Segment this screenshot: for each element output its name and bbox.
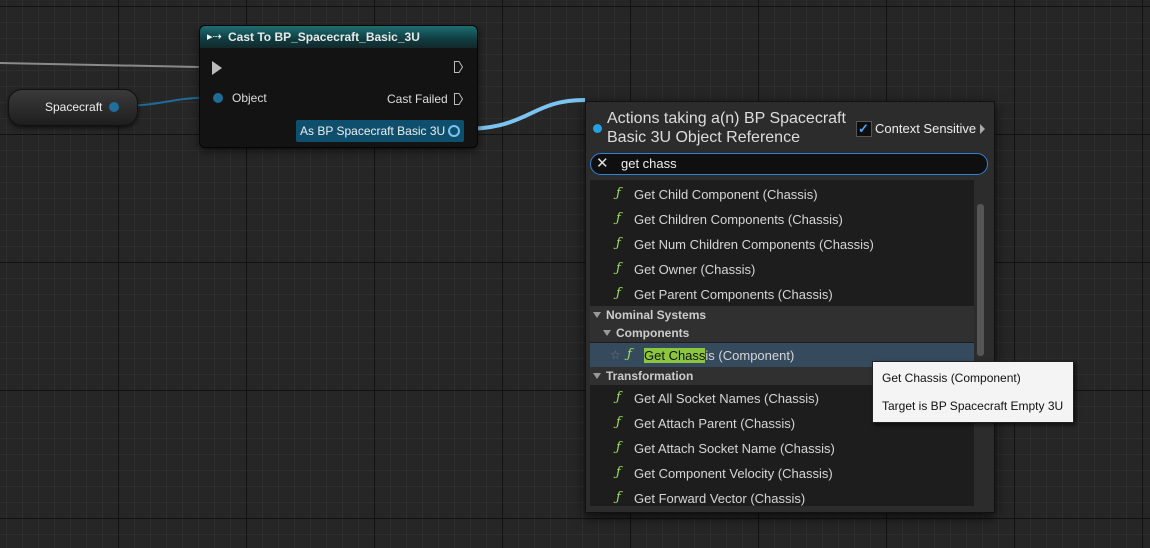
item-label: Get Child Component (Chassis) <box>634 187 818 202</box>
item-label: Get Attach Parent (Chassis) <box>634 416 796 431</box>
context-sensitive-label: Context Sensitive <box>875 121 977 136</box>
exec-output-pin[interactable] <box>454 61 463 73</box>
category-nominal-systems[interactable]: Nominal Systems <box>590 306 974 324</box>
function-icon: ƒ <box>616 440 621 455</box>
item-label: Get Attach Socket Name (Chassis) <box>634 441 835 456</box>
item-label-rest: is (Component) <box>705 348 795 363</box>
collapse-arrow-icon[interactable] <box>603 330 611 336</box>
category-label: Components <box>616 326 690 340</box>
checkmark-icon: ✓ <box>858 121 869 136</box>
context-sensitive-checkbox[interactable]: ✓ <box>856 121 872 137</box>
function-icon: ƒ <box>616 236 621 251</box>
search-box[interactable]: ✕ <box>590 153 988 175</box>
spacecraft-variable-node[interactable]: Spacecraft <box>8 89 138 126</box>
list-scrollbar[interactable] <box>977 204 984 356</box>
function-icon: ƒ <box>616 415 621 430</box>
category-label: Transformation <box>606 369 694 383</box>
cast-icon: ▸⇢ <box>207 31 222 43</box>
function-icon: ƒ <box>616 211 621 226</box>
clear-search-icon[interactable]: ✕ <box>596 155 609 172</box>
cast-node-header[interactable]: ▸⇢ Cast To BP_Spacecraft_Basic_3U <box>200 26 477 48</box>
item-label: Get Parent Components (Chassis) <box>634 287 833 302</box>
function-icon: ƒ <box>616 186 621 201</box>
function-icon: ƒ <box>616 465 621 480</box>
list-item[interactable]: ƒ Get Attach Parent (Chassis) <box>590 411 974 435</box>
collapse-arrow-icon[interactable] <box>593 312 601 318</box>
list-item[interactable]: ƒ Get Children Components (Chassis) <box>590 207 974 231</box>
list-item[interactable]: ƒ Get Num Children Components (Chassis) <box>590 232 974 256</box>
list-item[interactable]: ƒ Get Attach Socket Name (Chassis) <box>590 436 974 460</box>
action-list[interactable]: ƒ Get Child Component (Chassis) ƒ Get Ch… <box>590 180 974 506</box>
variable-label: Spacecraft <box>45 100 103 114</box>
list-item[interactable]: ƒ Get Forward Vector (Chassis) <box>590 486 974 506</box>
search-input[interactable] <box>621 155 961 171</box>
pin-type-dot-icon <box>593 124 602 133</box>
expand-arrow-icon[interactable] <box>980 124 985 134</box>
category-label: Nominal Systems <box>606 308 707 322</box>
cast-failed-label: Cast Failed <box>387 92 448 106</box>
function-icon: ƒ <box>616 490 621 505</box>
object-input-pin[interactable] <box>213 93 223 103</box>
exec-input-pin[interactable] <box>212 61 222 75</box>
item-label: Get Num Children Components (Chassis) <box>634 237 874 252</box>
cast-failed-pin[interactable] <box>454 93 463 105</box>
cast-node[interactable]: ▸⇢ Cast To BP_Spacecraft_Basic_3U Object… <box>199 25 478 148</box>
function-icon: ƒ <box>616 390 621 405</box>
cast-node-title: Cast To BP_Spacecraft_Basic_3U <box>228 30 420 44</box>
collapse-arrow-icon[interactable] <box>593 373 601 379</box>
list-item[interactable]: ƒ Get Owner (Chassis) <box>590 257 974 281</box>
variable-output-pin[interactable] <box>109 102 119 112</box>
tooltip-target: Target is BP Spacecraft Empty 3U <box>882 399 1064 413</box>
favorite-star-icon[interactable]: ☆ <box>610 348 621 362</box>
list-item[interactable]: ƒ Get All Socket Names (Chassis) <box>590 386 974 410</box>
item-label: Get Component Velocity (Chassis) <box>634 466 833 481</box>
item-label: Get Owner (Chassis) <box>634 262 756 277</box>
tooltip-title: Get Chassis (Component) <box>882 371 1021 385</box>
search-match-highlight: Get Chass <box>644 348 706 363</box>
item-label: Get Chassis (Component) <box>644 348 794 363</box>
item-label: Get Children Components (Chassis) <box>634 212 843 227</box>
tooltip: Get Chassis (Component) Target is BP Spa… <box>872 361 1074 423</box>
as-output-label: As BP Spacecraft Basic 3U <box>300 124 446 138</box>
object-pin-label: Object <box>232 91 267 105</box>
menu-header: Actions taking a(n) BP Spacecraft Basic … <box>586 102 994 150</box>
function-icon: ƒ <box>616 286 621 301</box>
item-label: Get Forward Vector (Chassis) <box>634 491 806 506</box>
list-item[interactable]: ƒ Get Child Component (Chassis) <box>590 182 974 206</box>
exec-wire <box>0 62 200 68</box>
function-icon: ƒ <box>616 261 621 276</box>
drag-wire <box>462 98 586 131</box>
as-output-pin[interactable] <box>448 125 460 137</box>
function-icon: ƒ <box>627 347 632 362</box>
category-components[interactable]: Components <box>590 324 974 342</box>
as-output-row[interactable]: As BP Spacecraft Basic 3U <box>296 120 464 142</box>
action-menu[interactable]: Actions taking a(n) BP Spacecraft Basic … <box>585 101 995 513</box>
list-item[interactable]: ƒ Get Component Velocity (Chassis) <box>590 461 974 485</box>
menu-title: Actions taking a(n) BP Spacecraft Basic … <box>607 110 846 146</box>
item-label: Get All Socket Names (Chassis) <box>634 391 819 406</box>
list-item[interactable]: ƒ Get Parent Components (Chassis) <box>590 282 974 306</box>
